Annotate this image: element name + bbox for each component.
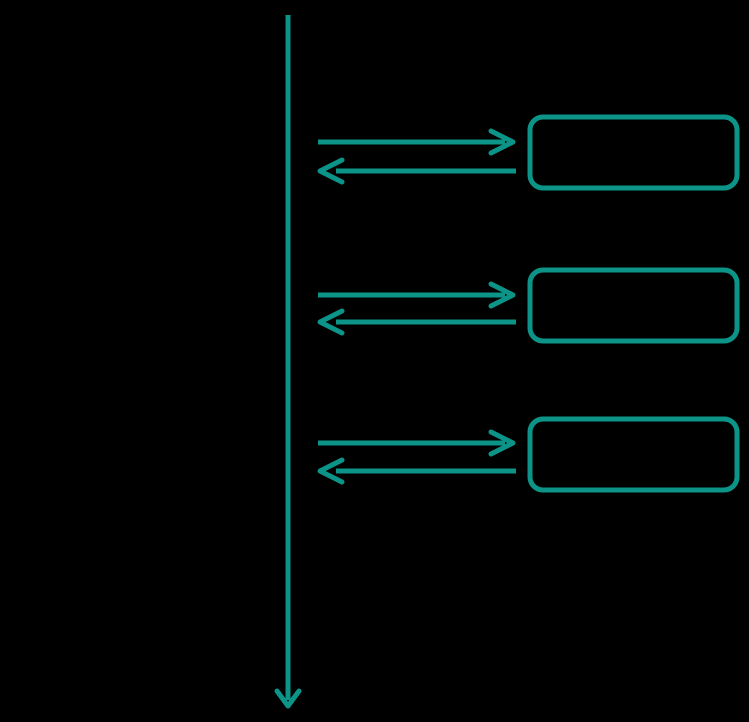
- response-arrowhead-left-icon-2: [317, 308, 345, 336]
- request-arrowhead-right-icon-1: [488, 128, 516, 156]
- process-box-1: [527, 114, 740, 191]
- process-box-3: [527, 416, 740, 493]
- request-arrowhead-right-icon-3: [488, 429, 516, 457]
- response-arrowhead-left-icon-3: [317, 457, 345, 485]
- request-arrowhead-right-icon-2: [488, 281, 516, 309]
- process-box-2: [527, 267, 740, 344]
- lifeline-arrowhead-down-icon: [274, 688, 302, 709]
- response-arrowhead-left-icon-1: [317, 157, 345, 185]
